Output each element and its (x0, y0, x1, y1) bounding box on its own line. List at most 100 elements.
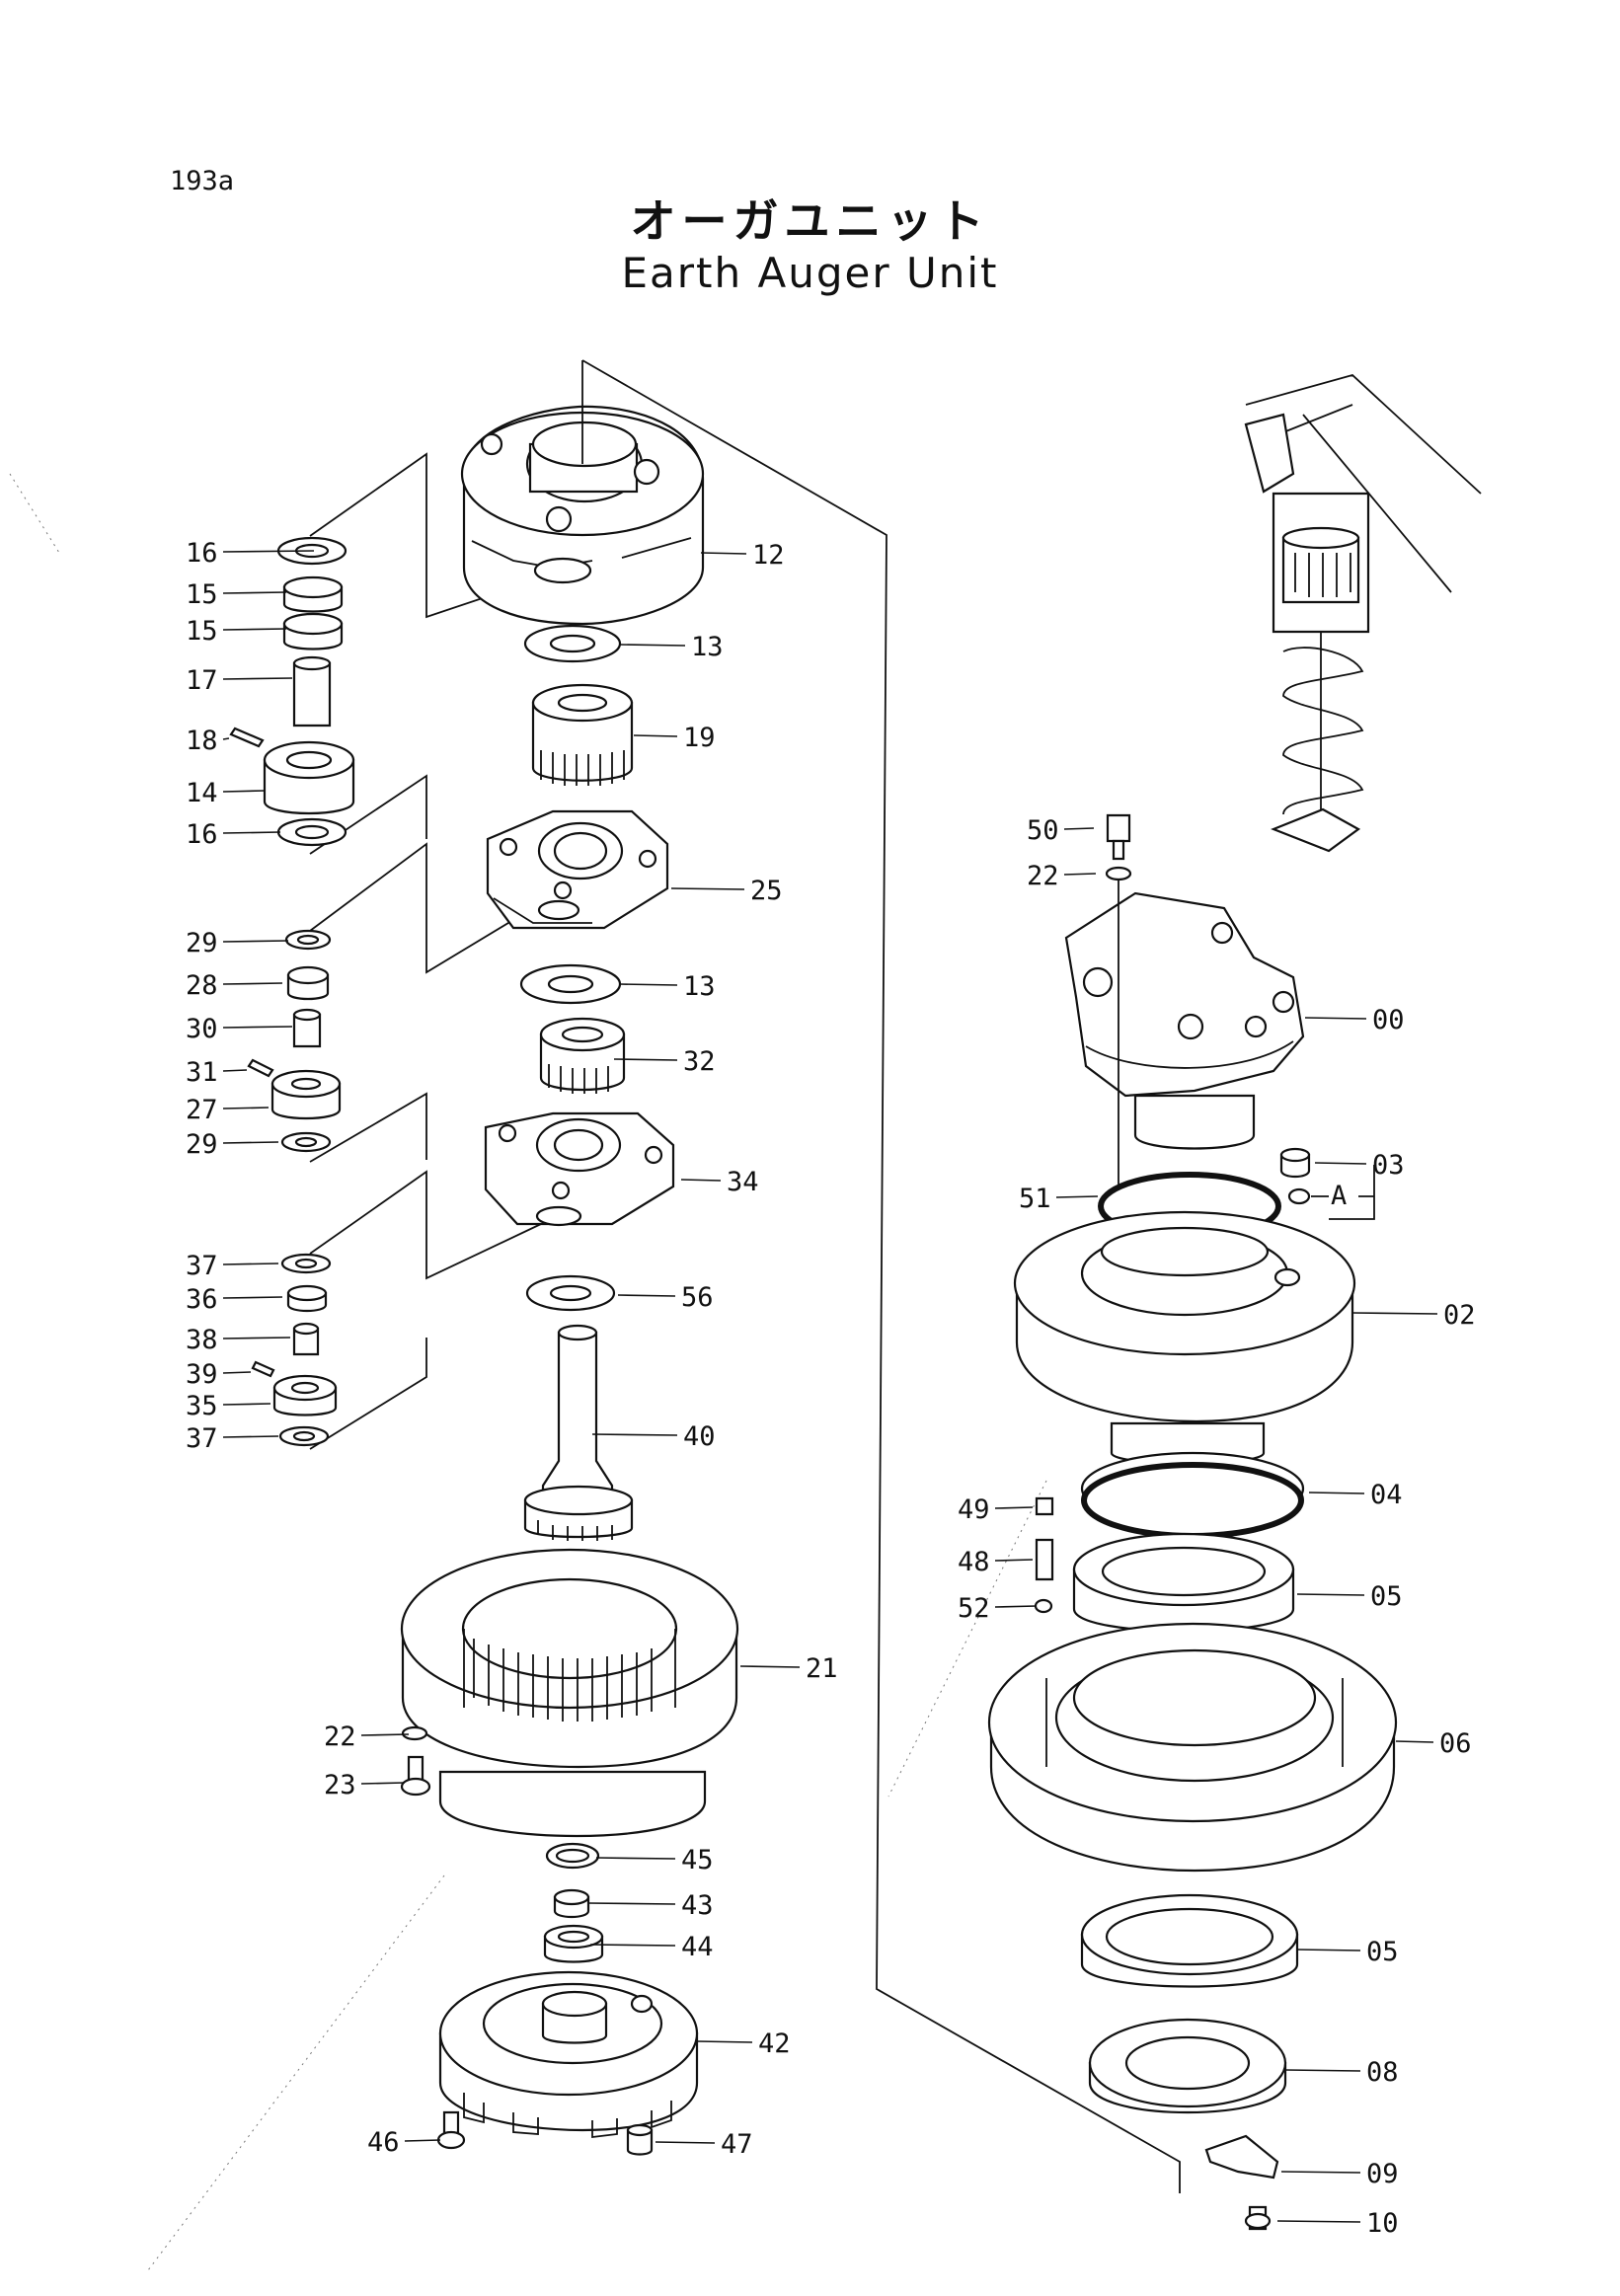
callout-51: 51 (1019, 1184, 1099, 1214)
part-22-washer-right (1105, 866, 1132, 881)
callout-30: 30 (186, 1014, 293, 1044)
leader-line (360, 1782, 406, 1785)
leader-line (680, 1179, 722, 1182)
leader-line (1314, 1162, 1367, 1165)
callout-47: 47 (655, 2129, 753, 2160)
part-06-main-housing (987, 1622, 1398, 1873)
part-29-washer-2 (280, 1131, 332, 1153)
part-number-label: 32 (683, 1046, 716, 1077)
part-16-washer-2 (276, 817, 347, 847)
title-japanese: オーガユニット (630, 194, 990, 248)
leader-line (633, 734, 678, 737)
part-34-carrier (484, 1111, 675, 1227)
leader-line (1063, 827, 1095, 830)
part-38-pin-shaft (292, 1322, 320, 1356)
callout-03: 03 (1314, 1150, 1405, 1181)
leader-line (619, 644, 686, 647)
callout-37: 37 (186, 1423, 279, 1454)
part-13-thrust-washer (523, 624, 622, 663)
leader-line (619, 983, 678, 986)
part-number-label: 56 (681, 1282, 714, 1313)
callout-05: 05 (1296, 1581, 1403, 1612)
part-05-bearing (1072, 1532, 1295, 1633)
part-number-label: 15 (186, 616, 218, 647)
callout-13: 13 (619, 971, 716, 1002)
part-number-label: 27 (186, 1095, 218, 1125)
part-number-label: 49 (958, 1494, 990, 1525)
part-number-label: 36 (186, 1284, 218, 1315)
part-number-label: 10 (1366, 2208, 1399, 2239)
callout-44: 44 (589, 1932, 714, 1962)
part-18-pin (229, 727, 265, 748)
callout-18: 18 (186, 726, 230, 756)
part-number-label: 40 (683, 1421, 716, 1452)
callout-22: 22 (1027, 861, 1097, 891)
part-number-label: 28 (186, 970, 218, 1001)
callout-34: 34 (680, 1167, 759, 1197)
callout-15: 15 (186, 579, 287, 610)
part-number-label: 45 (681, 1845, 714, 1875)
part-37-washer-2 (278, 1425, 330, 1447)
callout-42: 42 (696, 2028, 791, 2059)
leader-line (696, 2040, 753, 2043)
leader-line (222, 1263, 279, 1265)
leader-line (739, 1665, 801, 1668)
part-27-planet-gear (270, 1069, 342, 1120)
part-30-pin-shaft (292, 1008, 322, 1048)
part-29-washer (284, 929, 332, 951)
part-number-label: 04 (1370, 1480, 1403, 1510)
leader-line (1280, 2171, 1361, 2174)
callout-16: 16 (186, 819, 281, 850)
part-00-hydraulic-motor (1064, 879, 1305, 1342)
part-number-label: 23 (324, 1770, 356, 1800)
part-49-plug (1035, 1496, 1054, 1516)
part-36-needle-bearing (286, 1284, 328, 1313)
leader-line (222, 1371, 252, 1374)
part-number-label: 17 (186, 665, 218, 696)
callout-29: 29 (186, 1129, 279, 1160)
leader-line (994, 1605, 1038, 1608)
leader-line (1395, 1740, 1434, 1743)
leader-line (222, 1026, 293, 1029)
part-number-label: 51 (1019, 1184, 1051, 1214)
leader-line (222, 1296, 283, 1299)
callout-39: 39 (186, 1359, 252, 1390)
leader-line (222, 1435, 279, 1438)
part-number-label: 13 (683, 971, 716, 1002)
part-23-bolt (400, 1755, 431, 1797)
part-number-label: 48 (958, 1547, 990, 1577)
part-52-o-ring (1034, 1598, 1053, 1614)
leader-line (222, 790, 266, 793)
callout-52: 52 (958, 1593, 1038, 1624)
callout-04: 04 (1308, 1480, 1403, 1510)
leader-line (1055, 1195, 1099, 1198)
part-39-pin (251, 1360, 275, 1378)
part-04-seal-ring (1080, 1451, 1305, 1539)
part-32-sun-gear (539, 1017, 626, 1094)
part-42-cover (438, 1970, 699, 2139)
part-09-lock-plate (1204, 2134, 1279, 2180)
callout-02: 02 (1351, 1300, 1476, 1331)
callout-23: 23 (324, 1770, 406, 1800)
part-number-label: 12 (752, 540, 785, 571)
part-number-label: 19 (683, 723, 716, 753)
leader-line (222, 940, 289, 943)
callout-37: 37 (186, 1251, 279, 1281)
leader-line (589, 1944, 676, 1947)
callout-12: 12 (700, 540, 785, 571)
callout-36: 36 (186, 1284, 283, 1315)
callout-31: 31 (186, 1057, 248, 1088)
part-02-housing (1013, 1210, 1356, 1465)
leader-line (222, 1069, 248, 1072)
part-number-label: 38 (186, 1325, 218, 1355)
part-number-label: 16 (186, 538, 218, 569)
part-40-shaft (523, 1324, 634, 1541)
part-10-bolt (1244, 2205, 1272, 2231)
leader-line (595, 1857, 676, 1860)
leader-line (1296, 1949, 1361, 1952)
callout-32: 32 (613, 1046, 716, 1077)
callout-08: 08 (1284, 2057, 1399, 2088)
part-number-label: 16 (186, 819, 218, 850)
part-number-label: 25 (750, 876, 783, 906)
carrier-group-brackets (309, 452, 566, 1450)
